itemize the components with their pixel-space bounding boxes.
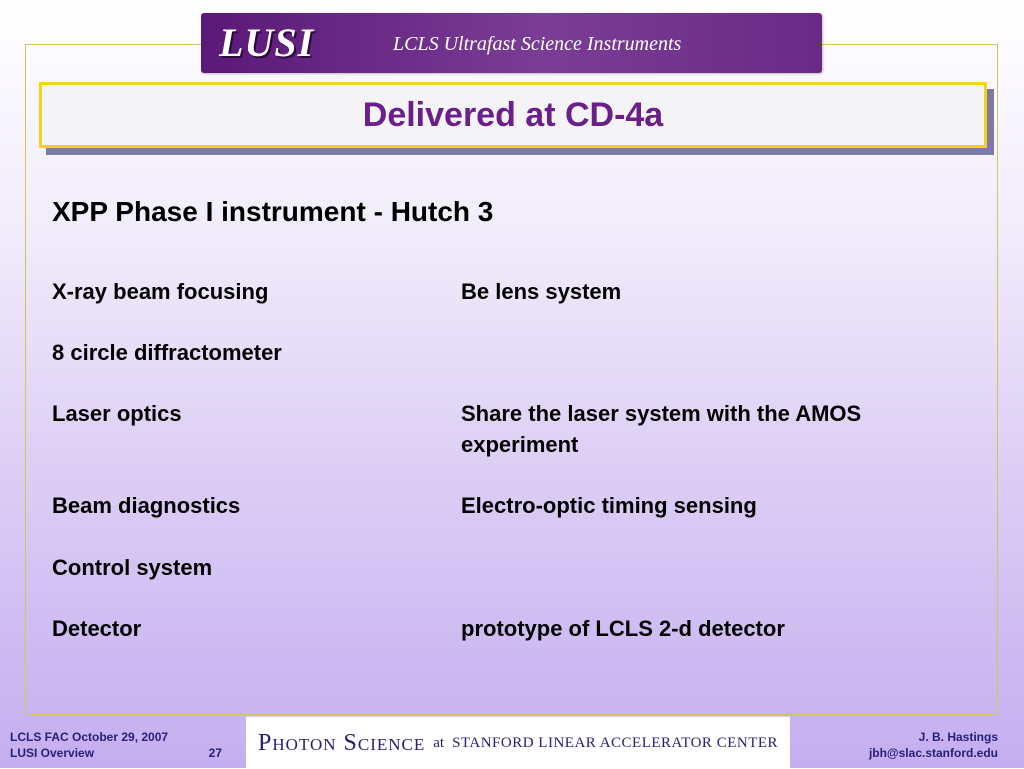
- item-label: Control system: [52, 555, 213, 580]
- item-description: Electro-optic timing sensing: [461, 493, 757, 518]
- item-description: prototype of LCLS 2-d detector: [461, 616, 785, 641]
- footer-left: LCLS FAC October 29, 2007 LUSI Overview …: [10, 729, 222, 761]
- header-banner: LUSI LCLS Ultrafast Science Instruments: [201, 13, 822, 73]
- footer-right: J. B. Hastings jbh@slac.stanford.edu: [869, 729, 998, 761]
- footer-author: J. B. Hastings: [918, 730, 998, 744]
- footer-logo: Photon Science at STANFORD LINEAR ACCELE…: [246, 716, 790, 769]
- item-label: Laser optics: [52, 401, 182, 426]
- slac-wordmark: STANFORD LINEAR ACCELERATOR CENTER: [452, 734, 779, 751]
- footer-email: jbh@slac.stanford.edu: [868, 746, 998, 760]
- item-label: Detector: [52, 616, 142, 641]
- banner-subtitle: LCLS Ultrafast Science Instruments: [393, 33, 682, 55]
- item-label: X-ray beam focusing: [52, 279, 269, 304]
- item-description: Share the laser system with the AMOS exp…: [461, 401, 862, 457]
- footer-at: at: [433, 734, 445, 751]
- section-heading: XPP Phase I instrument - Hutch 3: [52, 196, 494, 227]
- title-box: Delivered at CD-4a: [39, 82, 987, 148]
- footer-event: LCLS FAC October 29, 2007: [10, 730, 169, 744]
- item-label: Beam diagnostics: [52, 493, 241, 518]
- page-number: 27: [208, 746, 222, 760]
- photon-science-wordmark: Photon Science: [257, 729, 426, 756]
- lusi-logo: LUSI: [219, 20, 315, 65]
- item-label: 8 circle diffractometer: [52, 340, 282, 365]
- item-description: Be lens system: [461, 279, 622, 304]
- footer-section: LUSI Overview: [10, 746, 95, 760]
- slide-title: Delivered at CD-4a: [362, 95, 664, 134]
